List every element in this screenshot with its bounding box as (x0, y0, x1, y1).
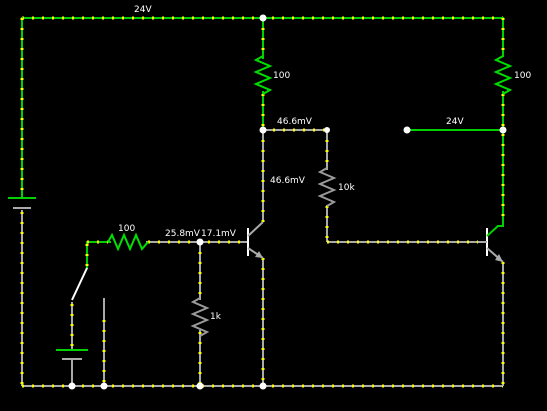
main-battery[interactable] (8, 197, 36, 209)
resistor-top-collector-label: 100 (273, 71, 290, 81)
resistor-shunt[interactable] (190, 297, 210, 337)
collector-to-10k-wire[interactable] (263, 128, 478, 244)
right-source-label: 24V (446, 117, 464, 127)
right-column-wire[interactable] (497, 17, 505, 386)
resistor-input[interactable] (107, 232, 149, 252)
collector-side-voltage: 46.6mV (270, 176, 306, 186)
transistor-right[interactable] (478, 225, 504, 263)
resistor-shunt-label: 1k (210, 312, 222, 322)
input-switch[interactable] (71, 267, 88, 301)
resistor-right-collector-label: 100 (514, 71, 531, 81)
switch-wires[interactable] (70, 298, 106, 386)
junction-nodes (68, 14, 507, 390)
resistor-top-collector[interactable] (253, 55, 273, 95)
resistor-base-feed[interactable] (317, 167, 337, 207)
input-node-voltage: 25.8mV (165, 229, 201, 239)
resistor-input-label: 100 (118, 224, 135, 234)
top-supply-label: 24V (134, 5, 152, 15)
transistor-left[interactable] (247, 221, 264, 259)
resistor-right-collector[interactable] (493, 55, 513, 95)
node-collector-voltage: 46.6mV (277, 117, 313, 127)
input-battery[interactable] (56, 349, 88, 360)
input-network-wire[interactable] (85, 240, 248, 386)
base-node-voltage: 17.1mV (201, 229, 237, 239)
resistor-base-feed-label: 10k (338, 183, 355, 193)
